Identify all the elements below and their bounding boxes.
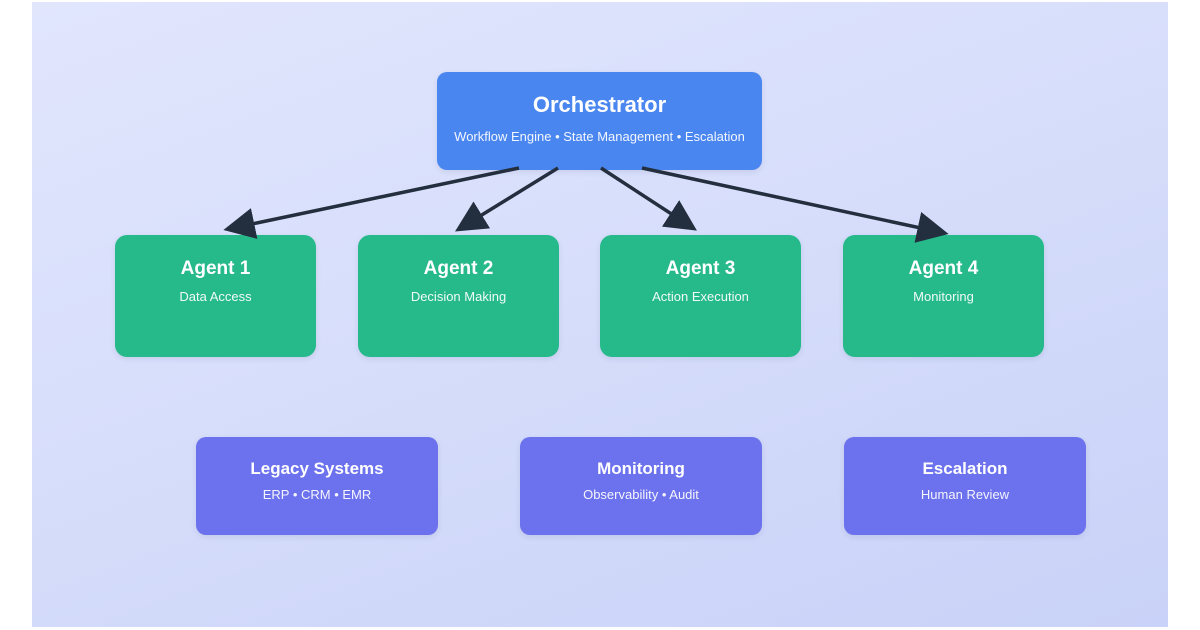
agent-4-title: Agent 4 — [908, 258, 979, 279]
diagram-canvas: Orchestrator Workflow Engine • State Man… — [32, 2, 1168, 627]
agent-4-node: Agent 4 Monitoring — [843, 235, 1044, 357]
monitoring-subtitle: Observability • Audit — [583, 487, 699, 502]
escalation-node: Escalation Human Review — [844, 437, 1086, 535]
agent-2-subtitle: Decision Making — [410, 289, 507, 304]
monitoring-node: Monitoring Observability • Audit — [520, 437, 762, 535]
agent-1-subtitle: Data Access — [179, 289, 252, 304]
agent-2-title: Agent 2 — [423, 258, 494, 279]
agent-1-title: Agent 1 — [180, 258, 251, 279]
monitoring-title: Monitoring — [597, 459, 685, 478]
orchestrator-title: Orchestrator — [532, 92, 667, 117]
agent-3-subtitle: Action Execution — [652, 289, 749, 304]
legacy-systems-subtitle: ERP • CRM • EMR — [262, 487, 372, 502]
agent-4-subtitle: Monitoring — [913, 289, 974, 304]
agent-3-title: Agent 3 — [665, 258, 736, 279]
orchestrator-subtitle: Workflow Engine • State Management • Esc… — [454, 129, 745, 144]
legacy-systems-title: Legacy Systems — [250, 459, 384, 478]
legacy-systems-node: Legacy Systems ERP • CRM • EMR — [196, 437, 438, 535]
agent-2-node: Agent 2 Decision Making — [358, 235, 559, 357]
agent-3-node: Agent 3 Action Execution — [600, 235, 801, 357]
agent-1-node: Agent 1 Data Access — [115, 235, 316, 357]
orchestrator-node: Orchestrator Workflow Engine • State Man… — [437, 72, 762, 170]
escalation-title: Escalation — [922, 459, 1008, 478]
escalation-subtitle: Human Review — [920, 487, 1010, 502]
